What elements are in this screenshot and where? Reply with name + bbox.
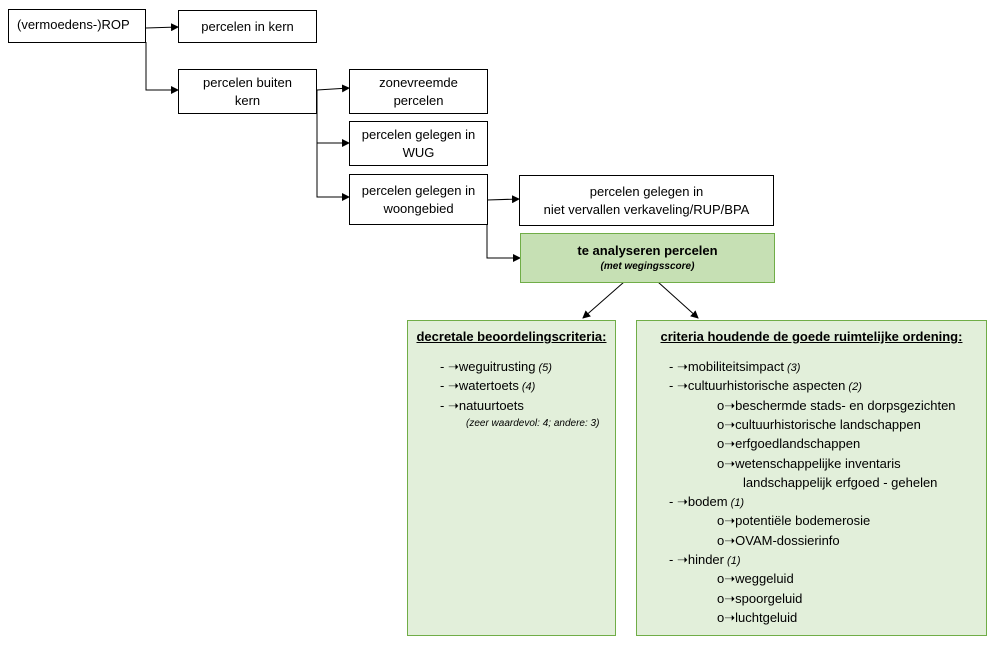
goede-subitem-4-1: o➝ weggeluid bbox=[717, 569, 794, 588]
node-te-analyseren-percelen: te analyseren percelen (met wegingsscore… bbox=[520, 233, 775, 283]
bullet-arrow-icon: o➝ bbox=[717, 416, 736, 432]
decretal-item-2-label: watertoets bbox=[458, 378, 519, 394]
bullet-arrow-icon: - ➝ bbox=[440, 378, 459, 394]
goede-item-1: - ➝ mobiliteitsimpact (3) bbox=[669, 357, 800, 378]
node-percelen-in-kern: percelen in kern bbox=[178, 10, 317, 43]
bullet-arrow-icon: - ➝ bbox=[440, 359, 459, 374]
arrow-analyse-to-goede bbox=[657, 281, 699, 319]
decretal-item-1-score: (5) bbox=[535, 362, 552, 374]
bullet-arrow-icon: o➝ bbox=[717, 571, 736, 587]
decretal-item-3: - ➝ natuurtoets bbox=[440, 396, 524, 415]
goede-subitem-2-1: o➝ beschermde stads- en dorpsgezichten bbox=[717, 396, 956, 415]
goede-subitem-2-5: landschappelijk erfgoed - gehelen bbox=[743, 474, 938, 490]
goede-subitem-2-4-label: wetenschappelijke inventaris bbox=[735, 455, 901, 471]
goede-subitem-4-3-label: luchtgeluid bbox=[735, 609, 798, 625]
goede-subitem-3-2: o➝ OVAM-dossierinfo bbox=[717, 531, 840, 550]
arrow-buiten-to-wug bbox=[316, 90, 350, 147]
goede-item-3-label: bodem bbox=[687, 494, 728, 510]
goede-subitem-2-3-label: erfgoedlandschappen bbox=[735, 436, 861, 452]
goede-item-2-label: cultuurhistorische aspecten bbox=[687, 378, 846, 394]
node-verkaveling: percelen gelegen in niet vervallen verka… bbox=[519, 175, 774, 226]
node-zonevreemd-label: zonevreemde percelen bbox=[379, 74, 458, 108]
goede-subitem-3-1-label: potentiële bodemerosie bbox=[735, 513, 871, 529]
bullet-arrow-icon: o➝ bbox=[717, 397, 736, 413]
bullet-arrow-icon: o➝ bbox=[717, 590, 736, 606]
goede-item-2-score: (2) bbox=[845, 381, 862, 394]
node-woongebied-label: percelen gelegen in woongebied bbox=[361, 182, 476, 216]
goede-subitem-2-1-label: beschermde stads- en dorpsgezichten bbox=[735, 397, 956, 413]
goede-subitem-2-2-label: cultuurhistorische landschappen bbox=[735, 416, 921, 432]
goede-item-4-label: hinder bbox=[687, 552, 724, 567]
arrow-analyse-to-decretal bbox=[582, 281, 625, 319]
goede-subitem-3-2-label: OVAM-dossierinfo bbox=[735, 532, 840, 548]
bullet-arrow-icon: - ➝ bbox=[669, 378, 688, 394]
panel-decretale-criteria: decretale beoordelingscriteria: - ➝ wegu… bbox=[407, 320, 616, 636]
goede-subitem-3-1: o➝ potentiële bodemerosie bbox=[717, 511, 870, 530]
decretal-item-2-score: (4) bbox=[518, 381, 536, 394]
arrow-buiten-to-woongebied bbox=[316, 143, 350, 201]
bullet-arrow-icon: - ➝ bbox=[669, 494, 688, 510]
decretal-item-3-label: natuurtoets bbox=[458, 397, 524, 413]
bullet-arrow-icon: o➝ bbox=[717, 436, 736, 452]
bullet-arrow-icon: o➝ bbox=[717, 455, 736, 471]
node-verkaveling-line1: percelen gelegen in bbox=[589, 183, 704, 199]
node-in-kern-label: percelen in kern bbox=[201, 18, 294, 34]
goede-title: criteria houdende de goede ruimtelijke o… bbox=[660, 329, 963, 344]
goede-subitem-4-3: o➝ luchtgeluid bbox=[717, 608, 797, 627]
bullet-arrow-icon: - ➝ bbox=[669, 552, 688, 567]
goede-item-3: - ➝ bodem (1) bbox=[669, 492, 744, 513]
node-wug-label: percelen gelegen in WUG bbox=[361, 126, 476, 160]
node-rop-label: (vermoedens-)ROP bbox=[17, 17, 130, 32]
arrow-rop-to-in-kern bbox=[145, 23, 179, 32]
decretal-item-1: - ➝ weguitrusting (5) bbox=[440, 357, 552, 378]
bullet-arrow-icon: o➝ bbox=[717, 513, 736, 529]
node-buiten-kern-label: percelen buiten kern bbox=[203, 74, 292, 108]
arrow-rop-to-buiten-kern bbox=[145, 42, 179, 94]
bullet-arrow-icon: - ➝ bbox=[669, 359, 688, 374]
goede-item-1-score: (3) bbox=[783, 362, 801, 374]
node-zonevreemde-percelen: zonevreemde percelen bbox=[349, 69, 488, 114]
goede-item-2: - ➝ cultuurhistorische aspecten (2) bbox=[669, 376, 862, 397]
goede-item-4-score: (1) bbox=[723, 555, 741, 567]
goede-subitem-2-3: o➝ erfgoedlandschappen bbox=[717, 434, 860, 453]
decretal-title: decretale beoordelingscriteria: bbox=[416, 329, 607, 344]
analyse-subtitle: (met wegingsscore) bbox=[600, 261, 695, 272]
goede-subitem-4-1-label: weggeluid bbox=[735, 571, 794, 587]
bullet-arrow-icon: o➝ bbox=[717, 609, 736, 625]
node-verkaveling-line2: niet vervallen verkaveling/RUP/BPA bbox=[543, 201, 750, 217]
node-percelen-buiten-kern: percelen buiten kern bbox=[178, 69, 317, 114]
bullet-arrow-icon: - ➝ bbox=[440, 397, 459, 413]
goede-subitem-4-2: o➝ spoorgeluid bbox=[717, 589, 802, 608]
goede-item-4: - ➝ hinder (1) bbox=[669, 550, 740, 571]
goede-item-1-label: mobiliteitsimpact bbox=[687, 359, 784, 374]
goede-subitem-2-4: o➝ wetenschappelijke inventaris bbox=[717, 454, 901, 473]
arrow-buiten-to-zonevreemd bbox=[316, 84, 350, 93]
bullet-arrow-icon: o➝ bbox=[717, 532, 736, 548]
node-percelen-wug: percelen gelegen in WUG bbox=[349, 121, 488, 166]
goede-item-3-score: (1) bbox=[727, 497, 745, 510]
decretal-item-2: - ➝ watertoets (4) bbox=[440, 376, 535, 397]
panel-goede-ruimtelijke-ordening: criteria houdende de goede ruimtelijke o… bbox=[636, 320, 987, 636]
analyse-title: te analyseren percelen bbox=[577, 243, 718, 258]
node-rop: (vermoedens-)ROP bbox=[8, 9, 146, 43]
goede-subitem-4-2-label: spoorgeluid bbox=[735, 590, 803, 606]
arrow-woongebied-to-analyse bbox=[486, 224, 521, 262]
node-percelen-woongebied: percelen gelegen in woongebied bbox=[349, 174, 488, 225]
arrow-woongebied-to-verkaveling bbox=[486, 195, 520, 204]
goede-subitem-2-2: o➝ cultuurhistorische landschappen bbox=[717, 415, 921, 434]
natuurtoets-note: (zeer waardevol: 4; andere: 3) bbox=[466, 417, 600, 429]
decretal-item-1-label: weguitrusting bbox=[458, 359, 536, 374]
